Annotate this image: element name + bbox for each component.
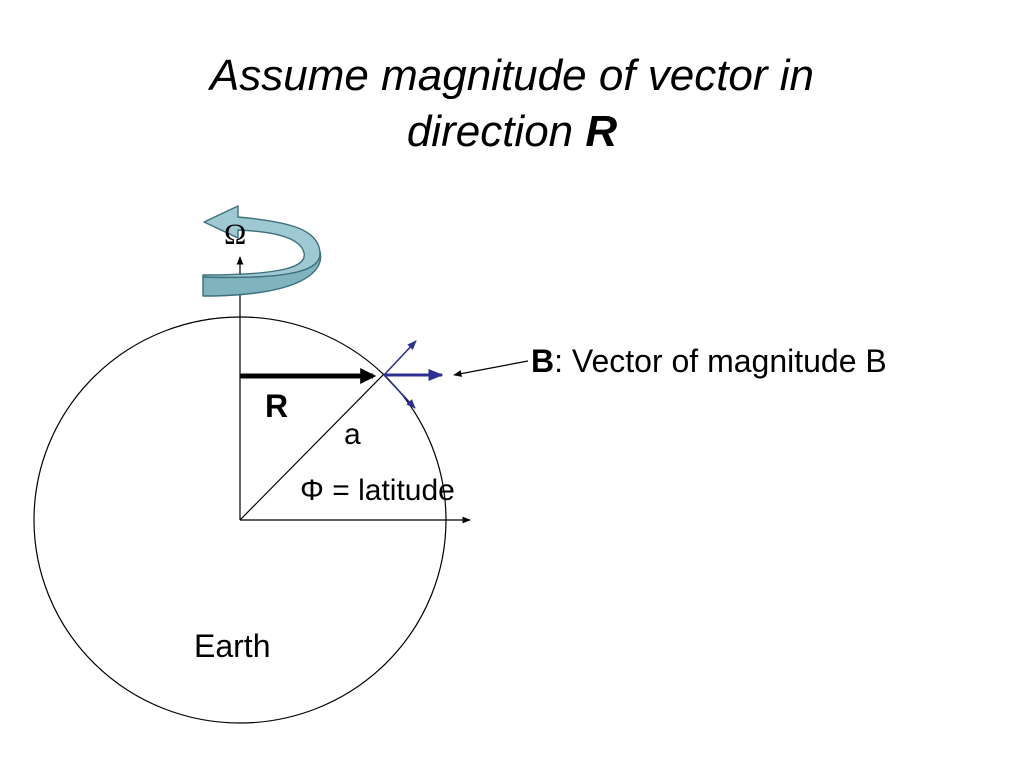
radius-line [239, 374, 384, 521]
rotation-arrow-icon [202, 205, 321, 279]
b-vector-description: : Vector of magnitude B [554, 343, 887, 379]
b-vector-downward [383, 374, 416, 409]
title-line-2-prefix: direction [406, 107, 586, 156]
title-line-1: Assume magnitude of vector in [209, 51, 815, 100]
b-vector-upward [383, 340, 417, 376]
omega-label: Ω [224, 218, 247, 251]
phi-symbol: Φ [300, 474, 324, 507]
r-vector-label: R [265, 388, 289, 424]
slide-title: Assume magnitude of vector in direction … [0, 48, 1024, 160]
b-vector-symbol: B [531, 343, 555, 379]
title-emphasis-r: R [585, 107, 618, 156]
latitude-label: Φ = latitude [300, 474, 455, 508]
rotation-arrow-band [202, 251, 322, 297]
latitude-text: = latitude [323, 474, 455, 507]
b-vector-label: B: Vector of magnitude B [531, 343, 887, 380]
earth-label: Earth [194, 628, 271, 664]
radius-a-label: a [344, 418, 361, 451]
title-line-2: direction R [0, 104, 1024, 160]
b-label-pointer [453, 360, 529, 377]
